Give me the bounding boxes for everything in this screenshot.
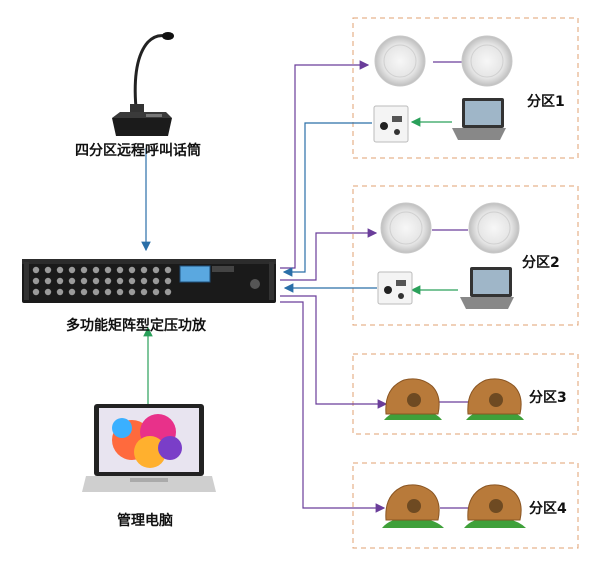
amplifier-knob [116,277,124,285]
zone3-rock-speaker-icon-a [384,378,442,420]
amplifier-knob [128,288,136,296]
amplifier-knob [68,277,76,285]
amplifier-knob [140,277,148,285]
amp-to-zone4-line [280,301,386,513]
amplifier-knob [152,277,160,285]
amplifier-knob [32,266,40,274]
matrix-amplifier-icon [22,259,276,303]
amplifier-knob [104,288,112,296]
amplifier-knob [44,277,52,285]
amplifier-knob [80,266,88,274]
paging-microphone-icon [112,32,174,136]
amplifier-knob [32,288,40,296]
amplifier-knob [164,277,172,285]
zone2-ceiling-speaker-icon-a [380,202,432,254]
amplifier-knob [32,277,40,285]
zone4-rock-speaker-icon-a [382,484,444,528]
amplifier-knob [92,277,100,285]
zone3-rock-speaker-icon-b [466,378,524,420]
zone2-wall-panel-icon [377,271,413,305]
amplifier-knob [44,288,52,296]
amplifier-knob [56,266,64,274]
amp-to-zone1-speaker-line [280,60,370,269]
zone-box-1 [352,17,579,159]
amp-to-zone2-speaker-line [280,228,378,281]
amplifier-label: 多功能矩阵型定压功放 [66,318,206,334]
zone2-laptop-icon [460,267,514,309]
zone2-ceiling-speaker-icon-b [468,202,520,254]
amplifier-knob [80,277,88,285]
amplifier-knob [152,266,160,274]
amplifier-knob [104,266,112,274]
zone-label-4: 分区4 [529,501,567,517]
zone-box-3 [352,353,579,435]
zone1-ceiling-speaker-icon-b [461,35,513,87]
amplifier-knob [164,288,172,296]
amplifier-knob [116,288,124,296]
zone-box-4 [352,462,579,549]
amplifier-knob [128,277,136,285]
zone1-laptop-icon [452,98,506,140]
amplifier-knob [164,266,172,274]
zone1-ceiling-speaker-icon-a [374,35,426,87]
zone1-source-to-amp-line [282,122,372,277]
amplifier-knob [80,288,88,296]
amplifier-knob [92,266,100,274]
amplifier-knob [68,288,76,296]
mic-label: 四分区远程呼叫话筒 [75,143,201,159]
amplifier-knob [152,288,160,296]
amplifier-knob [104,277,112,285]
amplifier-knob [140,288,148,296]
zone-label-3: 分区3 [529,390,567,406]
zone1-wall-panel-icon [373,105,409,143]
amplifier-knob [92,288,100,296]
amplifier-knob [56,288,64,296]
amplifier-knob [128,266,136,274]
management-pc-icon [82,404,216,492]
amplifier-knob [116,266,124,274]
pc-label: 管理电脑 [117,513,173,529]
zone-label-1: 分区1 [527,94,565,110]
amplifier-knob [140,266,148,274]
amplifier-knob [68,266,76,274]
zone-box-2 [352,185,579,326]
zone-label-2: 分区2 [522,255,560,271]
amp-to-zone3-line [280,295,388,409]
zone4-rock-speaker-icon-b [464,484,526,528]
amplifier-knob [56,277,64,285]
amplifier-knob [44,266,52,274]
